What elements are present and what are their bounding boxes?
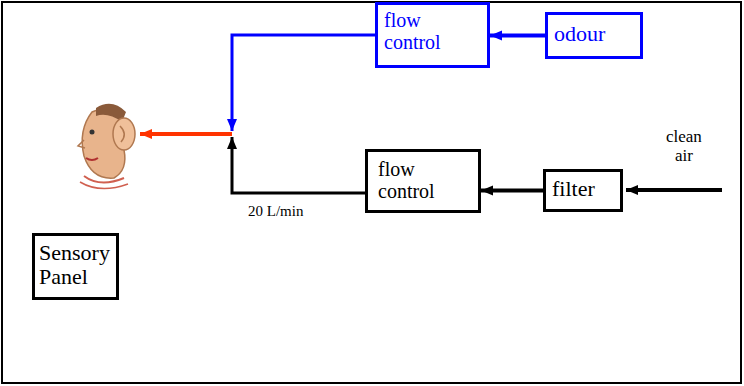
air-flow-line: [232, 137, 365, 193]
box-text: flow control: [384, 9, 441, 53]
box-text: Sensory Panel: [39, 241, 110, 289]
box-text: odour: [554, 22, 605, 46]
filter-box: filter: [543, 169, 623, 212]
odour-source-box: odour: [545, 12, 643, 59]
odour-flow-line: [232, 35, 375, 131]
inlet-arrow: [626, 188, 722, 192]
box-text: filter: [552, 177, 595, 201]
box-text: flow control: [378, 158, 435, 202]
face-illustration: [78, 104, 135, 189]
output-arrow: [140, 132, 232, 136]
flow-control-box: flow control: [375, 2, 490, 68]
inlet-label: clean air: [666, 128, 702, 165]
flow-control-box: flow control: [365, 149, 481, 213]
flow-arrow: [481, 189, 543, 193]
sensory-panel-box: Sensory Panel: [32, 233, 119, 300]
flow-rate-label: 20 L/min: [248, 203, 303, 220]
flow-arrow: [490, 34, 545, 38]
